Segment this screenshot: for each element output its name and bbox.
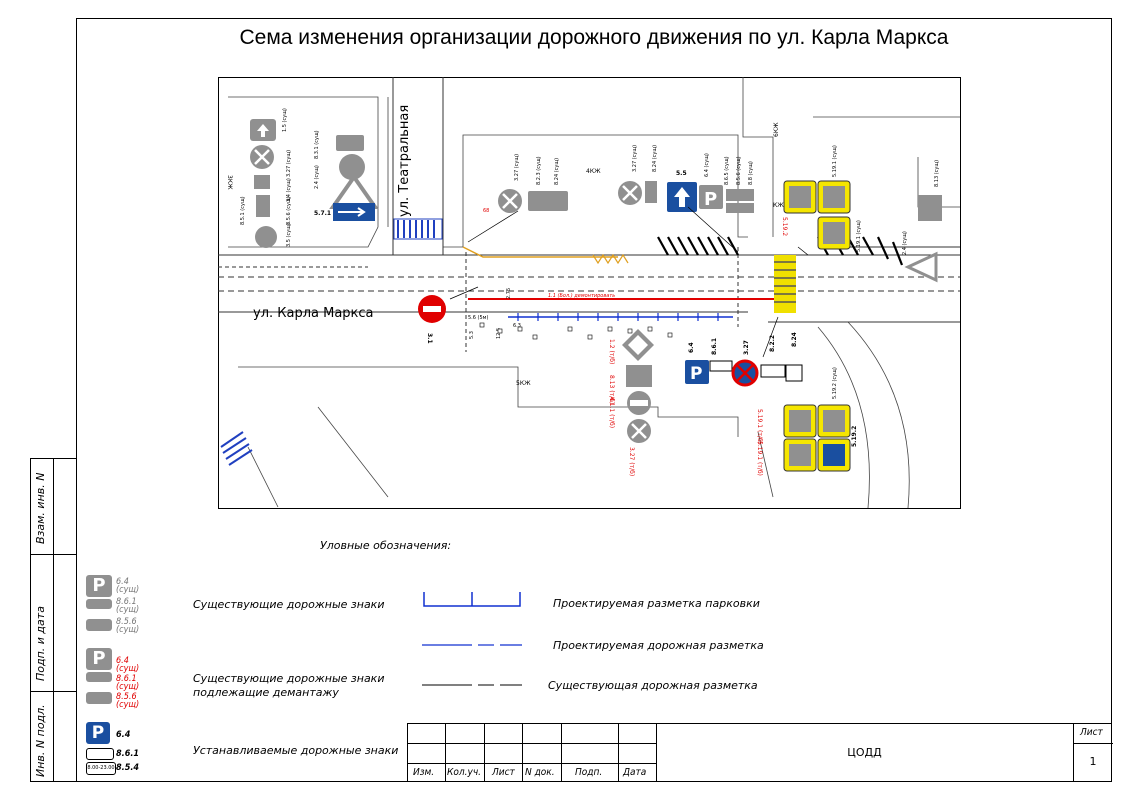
svg-text:8.5.6 (сущ): 8.5.6 (сущ) xyxy=(736,156,742,185)
dim-4: 6.3 xyxy=(513,323,521,329)
svg-text:6.4: 6.4 xyxy=(688,342,695,353)
legend-existing-signs: Существующие дорожные знаки xyxy=(193,598,385,611)
street-teatralnaya: ул. Театральная xyxy=(397,105,412,217)
stamp-center: ЦОДД xyxy=(847,746,882,759)
legend-existing-marking: Существующая дорожная разметка xyxy=(548,679,758,692)
stamp-col-koluch: Кол.уч. xyxy=(447,767,481,778)
svg-text:8.5.1 (сущ): 8.5.1 (сущ) xyxy=(240,196,246,225)
svg-text:1.5 (сущ): 1.5 (сущ) xyxy=(282,108,288,132)
zebra-lower-left xyxy=(220,431,253,466)
sign-group-left: 5.7.1 1.5 (сущ) 3.27 (сущ) 3.4 (сущ) 8.5… xyxy=(240,108,379,248)
legend-dismantle-icons: P 6.4 (сущ) 8.6.1 (сущ) 8.5.6 (сущ) xyxy=(86,648,196,710)
legend-existing-symbol xyxy=(422,684,522,686)
legend-installed-icons: P 8.00-23.00 6.4 8.6.1 8.5.4 xyxy=(86,722,140,775)
svg-text:8.2.2: 8.2.2 xyxy=(769,335,776,352)
parking-marking-ticks xyxy=(517,313,719,321)
svg-text:P: P xyxy=(690,364,702,384)
stamp-col-ndok: N док. xyxy=(525,767,555,778)
map-diagram: 1.1 (Бол.) демонтировать 2.75 5.6 (5м) 1… xyxy=(218,77,961,509)
legend-designed-marking: Проектируемая дорожная разметка xyxy=(553,639,764,652)
svg-text:3.27: 3.27 xyxy=(743,340,750,355)
code-571: 5.7.1 xyxy=(314,210,331,217)
svg-text:6.4 (сущ): 6.4 (сущ) xyxy=(704,153,710,177)
stamp-col-data: Дата xyxy=(623,767,647,778)
stamp-col-list: Лист xyxy=(492,767,515,778)
svg-text:2.4 (сущ): 2.4 (сущ) xyxy=(902,231,908,255)
svg-text:8.6.1: 8.6.1 xyxy=(711,338,718,355)
svg-text:3.27 (сущ): 3.27 (сущ) xyxy=(632,145,638,172)
sign-group-installed: P 6.4 8.6.1 3.27 8.2.2 8.24 xyxy=(685,332,803,387)
svg-text:2.4 (сущ): 2.4 (сущ) xyxy=(314,165,320,189)
dim-5: 5.3 xyxy=(469,331,475,339)
svg-text:3.5 (сущ): 3.5 (сущ) xyxy=(286,223,292,247)
svg-text:5.19.1 (т/б): 5.19.1 (т/б) xyxy=(756,441,763,476)
bollards xyxy=(479,322,673,340)
pedestrian-signs-bottom: 5.19.2 (сущ) 5.19.1 (т/б) 5.19.1 (т/б) 5… xyxy=(756,367,858,476)
legend-installed-signs: Устанавливаемые дорожные знаки xyxy=(193,744,399,757)
svg-text:5.19.1 (сущ): 5.19.1 (сущ) xyxy=(832,145,838,177)
stamp-col-izm: Изм. xyxy=(413,767,435,778)
svg-text:8.13 (сущ): 8.13 (сущ) xyxy=(934,160,940,187)
svg-text:1.2 (т/б): 1.2 (т/б) xyxy=(608,339,615,364)
marking-note: 1.1 (Бол.) демонтировать xyxy=(548,293,615,299)
svg-text:5.5: 5.5 xyxy=(676,170,687,177)
street-karla-marksa: ул. Карла Маркса xyxy=(253,306,374,321)
curb-line xyxy=(462,246,618,258)
stamp-sheet-label: Лист xyxy=(1080,727,1103,738)
svg-text:5.19.2 (сущ): 5.19.2 (сущ) xyxy=(832,367,838,399)
legend-designed-symbol xyxy=(422,644,522,646)
bldg-kzh: КЖ xyxy=(773,202,784,209)
svg-text:3.27 (т/б): 3.27 (т/б) xyxy=(628,447,635,476)
label-podp: Подп. и дата xyxy=(34,606,47,681)
svg-text:5.19.2: 5.19.2 xyxy=(851,426,858,447)
svg-text:P: P xyxy=(704,189,717,210)
svg-text:8.24 (сущ): 8.24 (сущ) xyxy=(652,145,658,172)
svg-text:3.27 (сущ): 3.27 (сущ) xyxy=(286,150,292,177)
svg-text:8.2.3 (сущ): 8.2.3 (сущ) xyxy=(536,156,542,185)
legend-parking-symbol xyxy=(423,592,521,607)
svg-text:4.1.1 (т/б): 4.1.1 (т/б) xyxy=(608,397,615,428)
side-stamp: Взам. инв. N Подп. и дата Инв. N подл. xyxy=(30,458,77,782)
bldg-6kzh: 6КЖ xyxy=(773,122,780,137)
bldg-3kzh: 3КЖ xyxy=(226,175,233,190)
svg-text:8.6.5 (сущ): 8.6.5 (сущ) xyxy=(724,156,730,185)
svg-text:8.13 (т/б): 8.13 (т/б) xyxy=(608,375,615,404)
legend-parking-marking: Проектируемая разметка парковки xyxy=(553,597,760,610)
sign-group-dismantle: 1.2 (т/б) 8.13 (т/б) 4.1.1 (т/б) 3.27 (т… xyxy=(608,329,654,476)
label-inv: Инв. N подл. xyxy=(34,704,47,777)
svg-text:5.19.1 (сущ): 5.19.1 (сущ) xyxy=(856,220,862,252)
dim-1: 2.75 xyxy=(506,288,512,299)
stamp-sheet-num: 1 xyxy=(1089,755,1097,768)
label-vzam: Взам. инв. N xyxy=(34,472,47,544)
sign-group-center: 3.27 (сущ) 8.2.3 (сущ) 8.24 (сущ) 3.27 (… xyxy=(498,145,754,213)
svg-text:5.19.2: 5.19.2 xyxy=(781,217,788,236)
page-title: Сема изменения организации дорожного дви… xyxy=(239,26,949,49)
legend-existing-icons: P 6.4 (сущ) 8.6.1 (сущ) 8.5.6 (сущ) xyxy=(86,575,196,637)
svg-text:3.4 (сущ): 3.4 (сущ) xyxy=(286,178,292,202)
title-block: Изм. Кол.уч. Лист N док. Подп. Дата ЦОДД… xyxy=(407,723,1113,782)
pedestrian-signs-top: 5.19.1 (сущ) 5.19.2 5.19.1 (сущ) 8.13 (с… xyxy=(781,145,942,283)
road-lines xyxy=(218,77,960,352)
svg-text:8.5.6 (сущ): 8.5.6 (сущ) xyxy=(286,196,292,225)
svg-text:3.1: 3.1 xyxy=(426,333,433,344)
dim-2: 5.6 (5м) xyxy=(468,315,488,321)
legend-dismantle-1: Существующие дорожные знаки xyxy=(193,672,385,685)
bldg-4kzh: 4КЖ xyxy=(586,168,601,175)
bldg-5kzh: 5КЖ xyxy=(516,380,531,387)
drawing-frame xyxy=(76,18,1112,782)
dim-3: 12.5 xyxy=(496,328,502,339)
svg-text:8.24: 8.24 xyxy=(791,332,798,347)
zebra-yellow xyxy=(774,255,796,313)
svg-text:8.3.1 (сущ): 8.3.1 (сущ) xyxy=(314,130,320,159)
legend-heading: Уловные обозначения: xyxy=(320,539,452,552)
zebra-theatralnaya xyxy=(393,218,443,240)
svg-text:3.27 (сущ): 3.27 (сущ) xyxy=(514,154,520,181)
legend-dismantle-2: подлежащие демантажу xyxy=(193,686,339,699)
label-68: 68 xyxy=(483,208,489,214)
svg-text:5.19.1 (т/б): 5.19.1 (т/б) xyxy=(756,409,763,444)
svg-text:8.24 (сущ): 8.24 (сущ) xyxy=(554,158,560,185)
stamp-col-podp: Подп. xyxy=(575,767,603,778)
svg-text:8.8 (сущ): 8.8 (сущ) xyxy=(748,161,754,185)
